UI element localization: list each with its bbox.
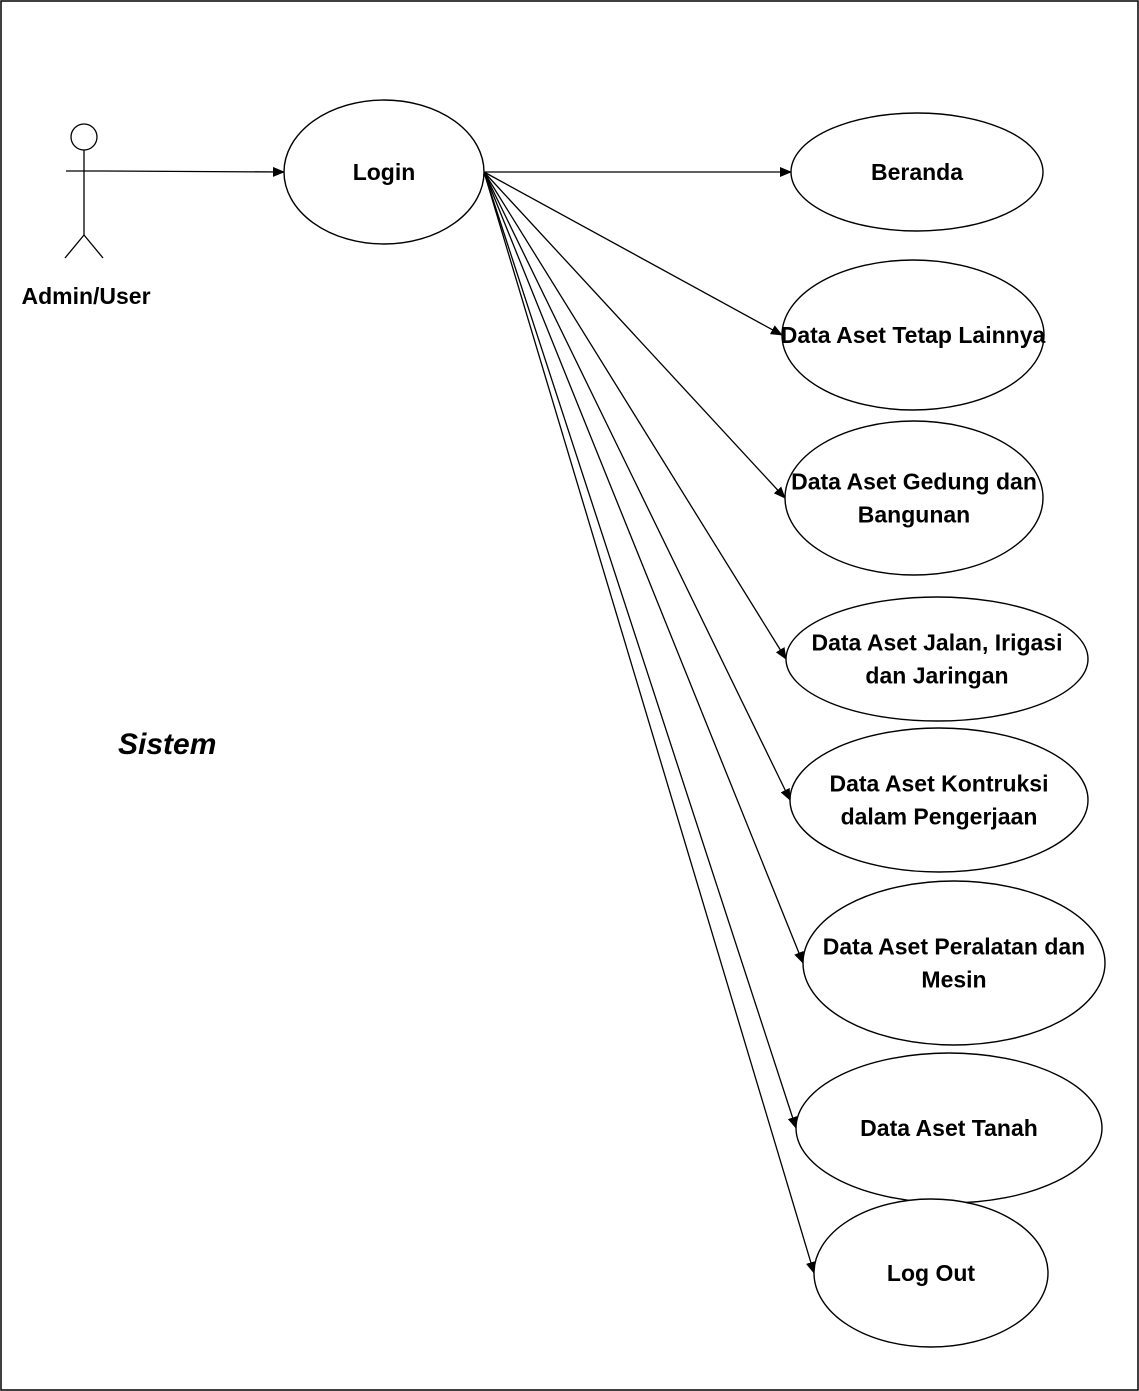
use-case-logout[interactable]: Log Out [813,1198,1049,1348]
relations [101,166,816,1274]
use-case-ellipse[interactable] [785,596,1089,722]
use-case-label: Data Aset Jalan, Irigasi [812,630,1063,656]
use-case-label: Data Aset Tanah [860,1115,1038,1141]
use-case-label: Log Out [887,1260,975,1286]
actor-leg-left [64,234,85,259]
use-case-label: Login [353,159,416,185]
use-case-ellipse[interactable] [789,727,1089,873]
use-case-label: dalam Pengerjaan [841,804,1038,830]
actor-group: Admin/User [21,123,151,309]
use-case-login[interactable]: Login [283,99,485,245]
use-case-ellipse[interactable] [781,259,1045,411]
relation-login-to-aset-gedung [483,171,786,499]
use-case-aset-tanah[interactable]: Data Aset Tanah [795,1052,1103,1204]
use-case-label: Data Aset Kontruksi [830,771,1049,797]
use-case-label: Mesin [921,967,986,993]
use-case-ellipse[interactable] [802,880,1106,1046]
relation-login-to-aset-kontruksi [483,171,791,801]
relation-login-to-aset-peralatan [483,171,804,964]
relation-login-to-aset-tanah [483,171,798,1129]
use-case-aset-kontruksi[interactable]: Data Aset Kontruksi dalam Pengerjaan [789,727,1089,873]
actor-leg-right [83,234,104,259]
use-case-ellipse[interactable] [283,99,485,245]
relation-login-to-logout [483,171,816,1274]
system-label: Sistem [118,728,216,761]
relation-login-to-aset-tetap-lainnya [483,171,783,336]
relation-actor-to-login [101,166,285,177]
use-case-ellipse[interactable] [790,112,1044,232]
use-case-label: Bangunan [858,502,970,528]
relation-login-to-aset-jalan [483,171,787,660]
actor-label: Admin/User [21,283,150,309]
use-case-label: dan Jaringan [865,663,1008,689]
use-case-beranda[interactable]: Beranda [790,112,1044,232]
use-case-ellipse[interactable] [784,420,1044,576]
actor-head [70,123,98,151]
use-case-label: Data Aset Tetap Lainnya [781,322,1046,348]
use-case-label: Data Aset Peralatan dan [823,934,1085,960]
use-case-aset-tetap-lainnya[interactable]: Data Aset Tetap Lainnya [781,259,1046,411]
use-case-label: Beranda [871,159,963,185]
use-case-aset-jalan[interactable]: Data Aset Jalan, Irigasi dan Jaringan [785,596,1089,722]
use-case-label: Data Aset Gedung dan [791,469,1037,495]
use-case-ellipse[interactable] [813,1198,1049,1348]
